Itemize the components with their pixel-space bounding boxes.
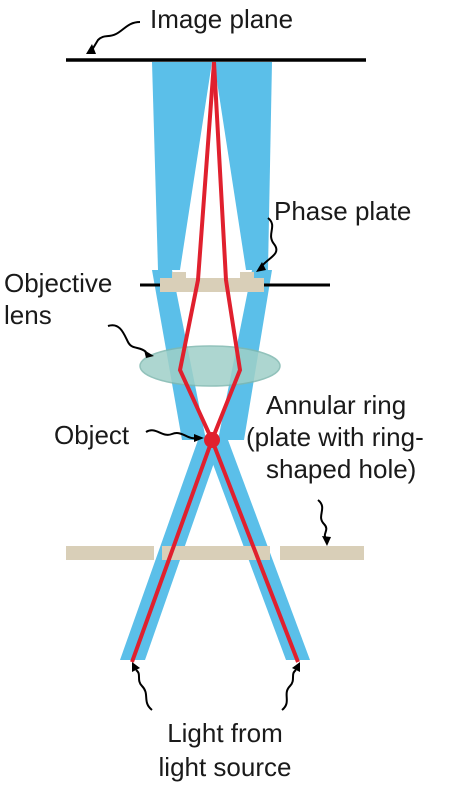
phase-plate-body	[160, 278, 264, 292]
annular-ring-plate-right	[280, 546, 364, 560]
phase-plate-pointer-arrow	[256, 262, 266, 272]
phase-plate-ring-right	[240, 272, 254, 280]
objective-lens-pointer-arrow	[144, 350, 154, 358]
beam-right-top	[214, 62, 272, 270]
light-right-pointer-arrow	[292, 662, 300, 672]
annular-ring-plate-left	[66, 546, 154, 560]
annular-ring-label-line1: Annular ring	[266, 390, 407, 420]
annular-ring-pointer	[317, 499, 328, 539]
light-right-pointer	[281, 669, 297, 711]
image-plane-label: Image plane	[150, 4, 294, 34]
light-left-pointer-arrow	[132, 662, 140, 672]
ray-right	[209, 61, 300, 663]
light-left-pointer	[135, 669, 153, 711]
phase-plate-label: Phase plate	[274, 196, 412, 226]
objective-lens	[139, 345, 281, 387]
objective-lens-pointer	[107, 324, 147, 353]
object-pointer	[145, 429, 197, 440]
object-pointer-arrow	[194, 434, 204, 442]
image-plane-pointer	[91, 21, 141, 51]
objective-lens-label-line2: lens	[4, 300, 52, 330]
annular-ring-label-line3: shaped hole)	[266, 454, 417, 484]
annular-ring-pointer-arrow	[322, 536, 331, 546]
beam-left-top	[152, 62, 212, 270]
phase-plate-pointer	[261, 217, 278, 267]
light-source-label-line2: light source	[158, 752, 292, 782]
image-plane-pointer-arrow	[86, 44, 96, 54]
light-source-label-line1: Light from	[167, 718, 283, 748]
phase-plate-ring-left	[172, 272, 186, 280]
ray-left	[130, 61, 216, 663]
objective-lens-label-line1: Objective	[4, 268, 113, 298]
annular-ring-plate-center	[162, 546, 270, 560]
annular-ring-label-line2: (plate with ring-	[246, 422, 424, 452]
object-dot	[204, 432, 220, 448]
object-label: Object	[54, 420, 130, 450]
